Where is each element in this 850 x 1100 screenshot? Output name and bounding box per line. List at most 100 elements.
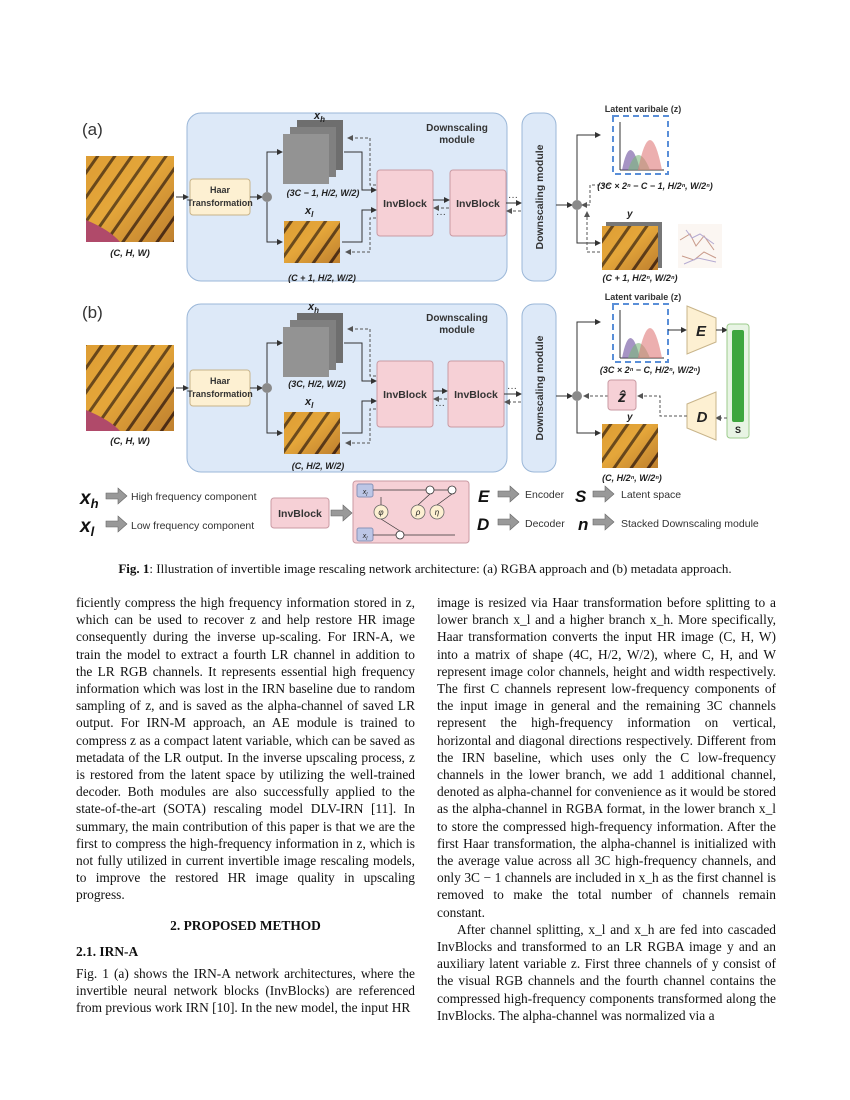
legend-xh-symbol: xh [79, 488, 99, 511]
split-node-b [262, 383, 272, 393]
svg-text:xl: xl [362, 489, 369, 498]
legend-D-symbol: D [477, 515, 489, 534]
merge-node-a [572, 200, 582, 210]
subsection-title: 2.1. IRN-A [76, 943, 139, 959]
caption-text: : Illustration of invertible image resca… [149, 561, 732, 576]
haar-label-b1: Haar [210, 376, 231, 386]
svg-text:···: ··· [508, 192, 518, 203]
legend-rho: ρ [415, 508, 421, 517]
xl-label-a: xl [304, 205, 314, 219]
xl-image-a [284, 221, 340, 263]
y-shape-b: (C, H/2ⁿ, W/2ⁿ) [602, 473, 662, 483]
latent-box-b [612, 303, 669, 363]
panel-b-label: (b) [82, 303, 103, 322]
encoder-block [686, 305, 717, 355]
latent-space-bar [732, 330, 744, 422]
svg-text:···: ··· [507, 383, 517, 394]
svg-text:···: ··· [436, 209, 446, 220]
legend-S-desc: Latent space [621, 489, 681, 501]
xh-stack-a [283, 120, 343, 184]
z-shape-a: (3C × 2ⁿ − C − 1, H/2ⁿ, W/2ⁿ) [597, 181, 712, 191]
latent-space-label: S [735, 425, 741, 435]
haar-label-b2: Transformation [187, 389, 253, 399]
legend-n-desc: Stacked Downscaling module [621, 518, 759, 530]
decoder-label: D [697, 409, 708, 426]
downscaling-module-title-b1: Downscaling [426, 313, 488, 324]
legend-xl-desc: Low frequency component [131, 520, 254, 532]
left-paragraph-1: ficiently compress the high frequency in… [76, 595, 415, 903]
invblock-1-b [376, 360, 434, 428]
encoder-label: E [696, 323, 707, 340]
legend-D-desc: Decoder [525, 518, 565, 530]
downscaling-module-title-a1: Downscaling [426, 123, 488, 134]
decoder-block [686, 391, 717, 441]
latent-title-b: Latent varibale (z) [605, 292, 682, 302]
legend-xl-symbol: xl [79, 516, 95, 539]
haar-label-a2: Transformation [187, 198, 253, 208]
right-paragraph-1: image is resized via Haar transformation… [437, 595, 776, 920]
xl-shape-a: (C + 1, H/2, W/2) [288, 273, 356, 283]
latent-box-a [612, 115, 669, 175]
downscaling-module-vertical-a-label: Downscaling module [534, 144, 546, 249]
caption-label: Fig. 1 [118, 561, 150, 576]
legend-arrow-icon [592, 513, 615, 531]
legend-n-symbol: n [578, 515, 588, 534]
latent-title-a: Latent varibale (z) [605, 104, 682, 114]
latent-distributions-b [619, 310, 664, 359]
downscaling-module-vertical-b-label: Downscaling module [534, 335, 546, 440]
alpha-channel-image-a [678, 224, 722, 268]
downscaling-module-title-a2: module [439, 135, 475, 146]
legend-arrow-icon [497, 485, 520, 503]
downscaling-module-vertical-a [521, 112, 557, 282]
downscaling-module-title-b2: module [439, 325, 475, 336]
xh-label-a: xh [313, 110, 325, 124]
legend-invblock-box [270, 497, 330, 529]
figure-1: (a) (C, H, W) Downscaling module Haar Tr… [79, 104, 759, 544]
left-column: ficiently compress the high frequency in… [76, 594, 415, 1017]
panel-a-label: (a) [82, 120, 103, 139]
xh-stack-b [283, 313, 343, 377]
invblock-2-b-label: InvBlock [454, 389, 498, 401]
y-label-a: y [626, 209, 633, 220]
legend-E-symbol: E [478, 487, 490, 506]
left-paragraph-2: Fig. 1 (a) shows the IRN-A network archi… [76, 966, 415, 1016]
xl-label-b: xl [304, 396, 314, 410]
input-image-b [86, 345, 174, 431]
y-image-b [602, 424, 658, 468]
svg-text:···: ··· [435, 400, 445, 411]
invblock-1-a [376, 169, 434, 237]
legend-arrow-icon [330, 504, 353, 522]
right-paragraph-2: After channel splitting, x_l and x_h are… [437, 921, 776, 1023]
y-label-b: y [626, 412, 633, 423]
legend-S-symbol: S [575, 487, 587, 506]
figure-caption: Fig. 1: Illustration of invertible image… [75, 561, 775, 577]
legend-arrow-icon [497, 513, 520, 531]
haar-label-a1: Haar [210, 185, 231, 195]
section-title: 2. PROPOSED METHOD [170, 917, 321, 933]
legend-arrow-icon [592, 485, 615, 503]
invblock-1-b-label: InvBlock [383, 389, 427, 401]
legend: xh High frequency component xl Low frequ… [79, 480, 759, 544]
svg-text:xl: xl [362, 533, 369, 542]
xl-image-b [284, 412, 340, 454]
xl-shape-b: (C, H/2, W/2) [292, 461, 345, 471]
z-hat-label: ẑ [617, 389, 626, 406]
legend-arrow-icon [105, 487, 128, 505]
legend-eta: η [435, 508, 440, 517]
y-image-a [602, 226, 658, 270]
legend-invblock-label: InvBlock [278, 508, 322, 520]
right-column: image is resized via Haar transformation… [437, 594, 776, 1024]
xh-label-b: xh [307, 301, 319, 315]
invblock-2-a-label: InvBlock [456, 198, 500, 210]
z-hat-box [607, 379, 637, 411]
legend-arrow-icon [105, 515, 128, 533]
merge-node-b [572, 391, 582, 401]
latent-distributions-a [619, 122, 664, 171]
invblock-1-a-label: InvBlock [383, 198, 427, 210]
downscaling-module-vertical-b [521, 303, 557, 473]
split-node-a [262, 192, 272, 202]
legend-xh-desc: High frequency component [131, 491, 257, 503]
input-image-a [86, 156, 174, 242]
xh-shape-b: (3C, H/2, W/2) [288, 379, 346, 389]
input-shape-b: (C, H, W) [110, 436, 150, 447]
